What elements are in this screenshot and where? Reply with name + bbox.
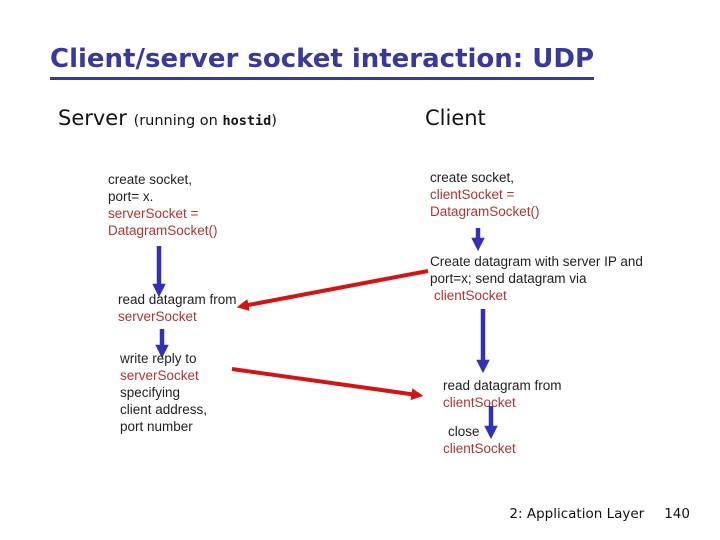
step-line: read datagram from: [118, 292, 237, 307]
arrow-reply-server-to-client: [231, 367, 424, 401]
step-line: specifying: [120, 385, 181, 400]
hostid-code: hostid: [222, 113, 272, 129]
step-line: read datagram from: [443, 378, 562, 393]
code-line: clientSocket: [434, 288, 507, 303]
server-step-write-reply: write reply to serverSocket specifying c…: [120, 350, 207, 435]
step-line: close: [448, 424, 480, 439]
code-line: clientSocket =: [430, 187, 515, 202]
server-step-read-datagram: read datagram from serverSocket: [118, 291, 237, 325]
step-line: port number: [120, 419, 193, 434]
client-step-send-datagram: Create datagram with server IP and port=…: [430, 253, 643, 304]
step-line: create socket,: [108, 172, 193, 187]
arrow-datagram-client-to-server: [236, 269, 429, 311]
footer-page-number: 140: [664, 506, 690, 522]
page-title: Client/server socket interaction: UDP: [50, 44, 594, 80]
footer-section-label: 2: Application Layer: [509, 506, 645, 522]
code-line: serverSocket: [120, 368, 199, 383]
code-line: DatagramSocket(): [108, 223, 218, 238]
step-line: Create datagram with server IP and: [430, 254, 643, 269]
client-step-create-socket: create socket, clientSocket = DatagramSo…: [430, 169, 540, 220]
step-line: write reply to: [120, 351, 197, 366]
client-step-read-datagram: read datagram from clientSocket: [443, 377, 562, 411]
step-line: client address,: [120, 402, 208, 417]
code-line: serverSocket =: [108, 206, 199, 221]
step-line: port=x; send datagram via: [430, 271, 587, 286]
step-line: port= x.: [108, 189, 154, 204]
code-line: DatagramSocket(): [430, 204, 540, 219]
server-column-heading: Server (running on hostid): [58, 106, 277, 130]
code-line: serverSocket: [118, 309, 197, 324]
code-line: clientSocket: [443, 395, 516, 410]
step-line: create socket,: [430, 170, 515, 185]
code-line: clientSocket: [443, 441, 516, 456]
client-step-close-socket: close clientSocket: [443, 423, 516, 457]
client-column-heading: Client: [425, 106, 486, 130]
slide-footer: 2: Application Layer 140: [509, 506, 690, 522]
server-heading-note: (running on hostid): [133, 113, 277, 129]
server-step-create-socket: create socket, port= x. serverSocket = D…: [108, 171, 218, 239]
server-heading-label: Server: [58, 106, 127, 130]
